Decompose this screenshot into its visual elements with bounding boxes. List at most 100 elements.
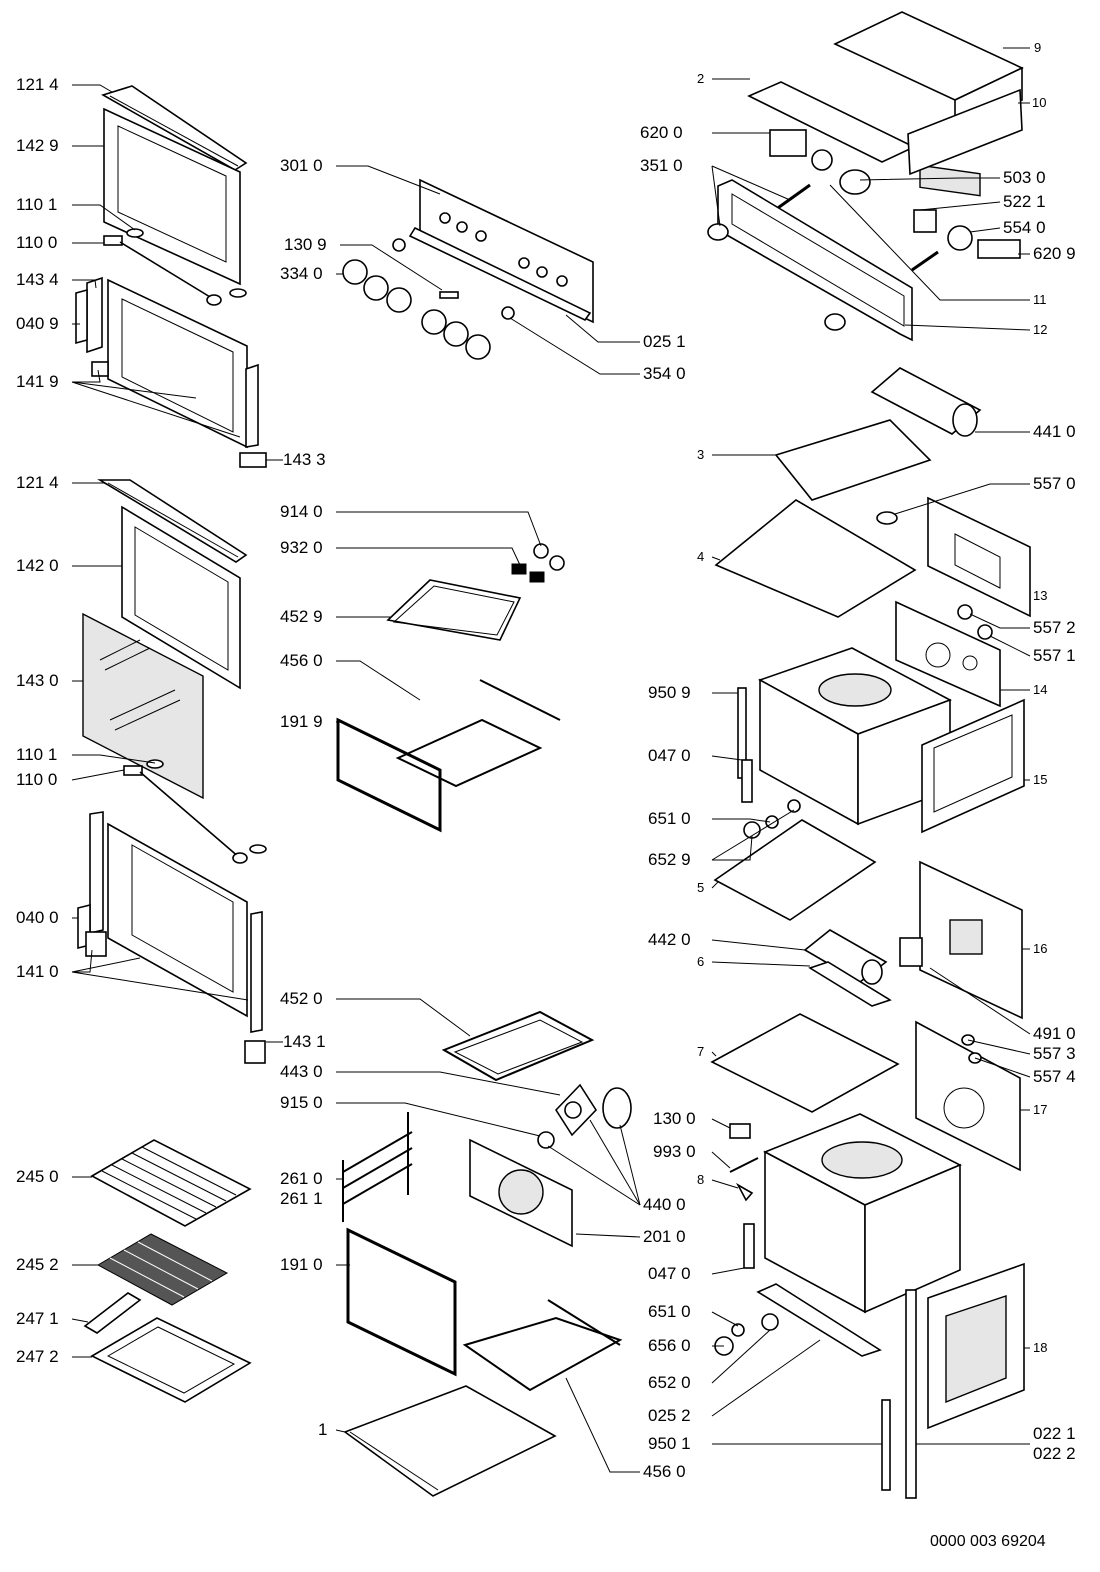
label-141-9: 141 9 (16, 372, 59, 391)
label-452-0: 452 0 (280, 989, 323, 1008)
side-panel-14 (895, 600, 1001, 708)
label-4: 4 (697, 549, 705, 564)
label-261-0: 261 0 (280, 1169, 323, 1188)
wire-shelf-2450 (90, 1139, 252, 1227)
top-plate-4 (714, 499, 917, 618)
label-047-0-a: 047 0 (648, 746, 691, 765)
label-110-0-b: 110 0 (16, 770, 58, 789)
label-247-1: 247 1 (16, 1309, 59, 1328)
label-950-9: 950 9 (648, 683, 691, 702)
label-334-0: 334 0 (280, 264, 323, 283)
label-261-1: 261 1 (280, 1189, 323, 1208)
label-130-0: 130 0 (653, 1109, 696, 1128)
label-557-3: 557 3 (1033, 1044, 1076, 1063)
label-652-9: 652 9 (648, 850, 691, 869)
fan-cover-2010 (469, 1138, 573, 1248)
label-442-0: 442 0 (648, 930, 691, 949)
document-number: 0000 003 69204 (930, 1533, 1046, 1550)
label-491-0: 491 0 (1033, 1024, 1076, 1043)
label-354-0: 354 0 (643, 364, 686, 383)
label-141-0: 141 0 (16, 962, 59, 981)
label-557-2: 557 2 (1033, 618, 1076, 637)
bottom-element-4520 (441, 1010, 595, 1082)
label-9: 9 (1034, 40, 1042, 55)
label-351-0: 351 0 (640, 156, 683, 175)
back-panel-13 (927, 496, 1031, 618)
door-frame-15 (921, 698, 1025, 834)
upper-door-glass-1429 (103, 107, 241, 286)
control-panel-3010 (408, 178, 594, 324)
label-11: 11 (1033, 292, 1047, 307)
lamp-parts-652 (714, 1313, 779, 1356)
label-557-0: 557 0 (1033, 474, 1076, 493)
label-18: 18 (1033, 1340, 1048, 1355)
label-130-9: 130 9 (284, 235, 327, 254)
label-025-2: 025 2 (648, 1406, 691, 1425)
label-1: 1 (318, 1420, 328, 1439)
upper-door-trim-1214 (100, 85, 248, 171)
label-452-9: 452 9 (280, 607, 323, 626)
label-2: 2 (697, 71, 705, 86)
upper-hinge-parts-110 (103, 228, 247, 306)
plate-7 (710, 1013, 900, 1113)
label-110-1-b: 110 1 (16, 745, 58, 764)
label-656-0: 656 0 (648, 1336, 691, 1355)
divider-5 (713, 819, 877, 921)
label-456-0-b: 456 0 (643, 1462, 686, 1481)
seal-9501 (881, 1399, 891, 1491)
side-frame-0221 (905, 1289, 917, 1499)
label-6: 6 (697, 954, 705, 969)
label-142-0: 142 0 (16, 556, 59, 575)
label-110-0-a: 110 0 (16, 233, 58, 252)
side-frame-10 (907, 88, 1023, 176)
lower-door-glass-1430 (82, 612, 204, 800)
rear-element-4560-lower (462, 1299, 623, 1392)
label-620-0: 620 0 (640, 123, 683, 142)
label-025-1: 025 1 (643, 332, 686, 351)
label-121-4-a: 121 4 (16, 75, 59, 94)
upper-door-inner-1434 (75, 276, 267, 468)
baking-tray-2472 (90, 1317, 252, 1403)
label-443-0: 443 0 (280, 1062, 323, 1081)
label-993-0: 993 0 (653, 1142, 696, 1161)
label-143-3: 143 3 (283, 450, 326, 469)
lower-door-inner-1410 (77, 811, 266, 1064)
label-3: 3 (697, 447, 705, 462)
thermostat-5570 (876, 511, 898, 525)
back-panel-17 (915, 1020, 1021, 1172)
bracket-0470b (743, 1223, 755, 1269)
label-620-9: 620 9 (1033, 244, 1076, 263)
front-frame-12 (707, 179, 913, 342)
label-121-4-b: 121 4 (16, 473, 59, 492)
label-022-2: 022 2 (1033, 1444, 1076, 1463)
label-456-0-a: 456 0 (280, 651, 323, 670)
rear-element-4560 (395, 679, 561, 788)
label-554-0: 554 0 (1003, 218, 1046, 237)
lower-door-trim-1214 (97, 479, 248, 563)
label-932-0: 932 0 (280, 538, 323, 557)
label-522-1: 522 1 (1003, 192, 1046, 211)
label-245-0: 245 0 (16, 1167, 59, 1186)
bracket-6 (808, 961, 892, 1007)
label-557-1: 557 1 (1033, 646, 1076, 665)
label-247-2: 247 2 (16, 1347, 59, 1366)
rail-0252 (756, 1283, 882, 1357)
fan-motor-4410 (870, 367, 982, 437)
label-915-0: 915 0 (280, 1093, 323, 1112)
label-7: 7 (697, 1044, 705, 1059)
label-503-0: 503 0 (1003, 168, 1046, 187)
gasket-1910 (346, 1227, 457, 1377)
label-022-1: 022 1 (1033, 1424, 1076, 1443)
label-10: 10 (1032, 95, 1047, 110)
shelf-supports-2610 (342, 1112, 413, 1222)
label-191-0: 191 0 (280, 1255, 323, 1274)
label-652-0: 652 0 (648, 1373, 691, 1392)
label-301-0: 301 0 (280, 156, 323, 175)
label-12: 12 (1033, 322, 1048, 337)
controls-cluster (769, 129, 1021, 272)
label-047-0-b: 047 0 (648, 1264, 691, 1283)
back-panel-16 (899, 860, 1023, 1020)
label-143-1: 143 1 (283, 1032, 326, 1051)
